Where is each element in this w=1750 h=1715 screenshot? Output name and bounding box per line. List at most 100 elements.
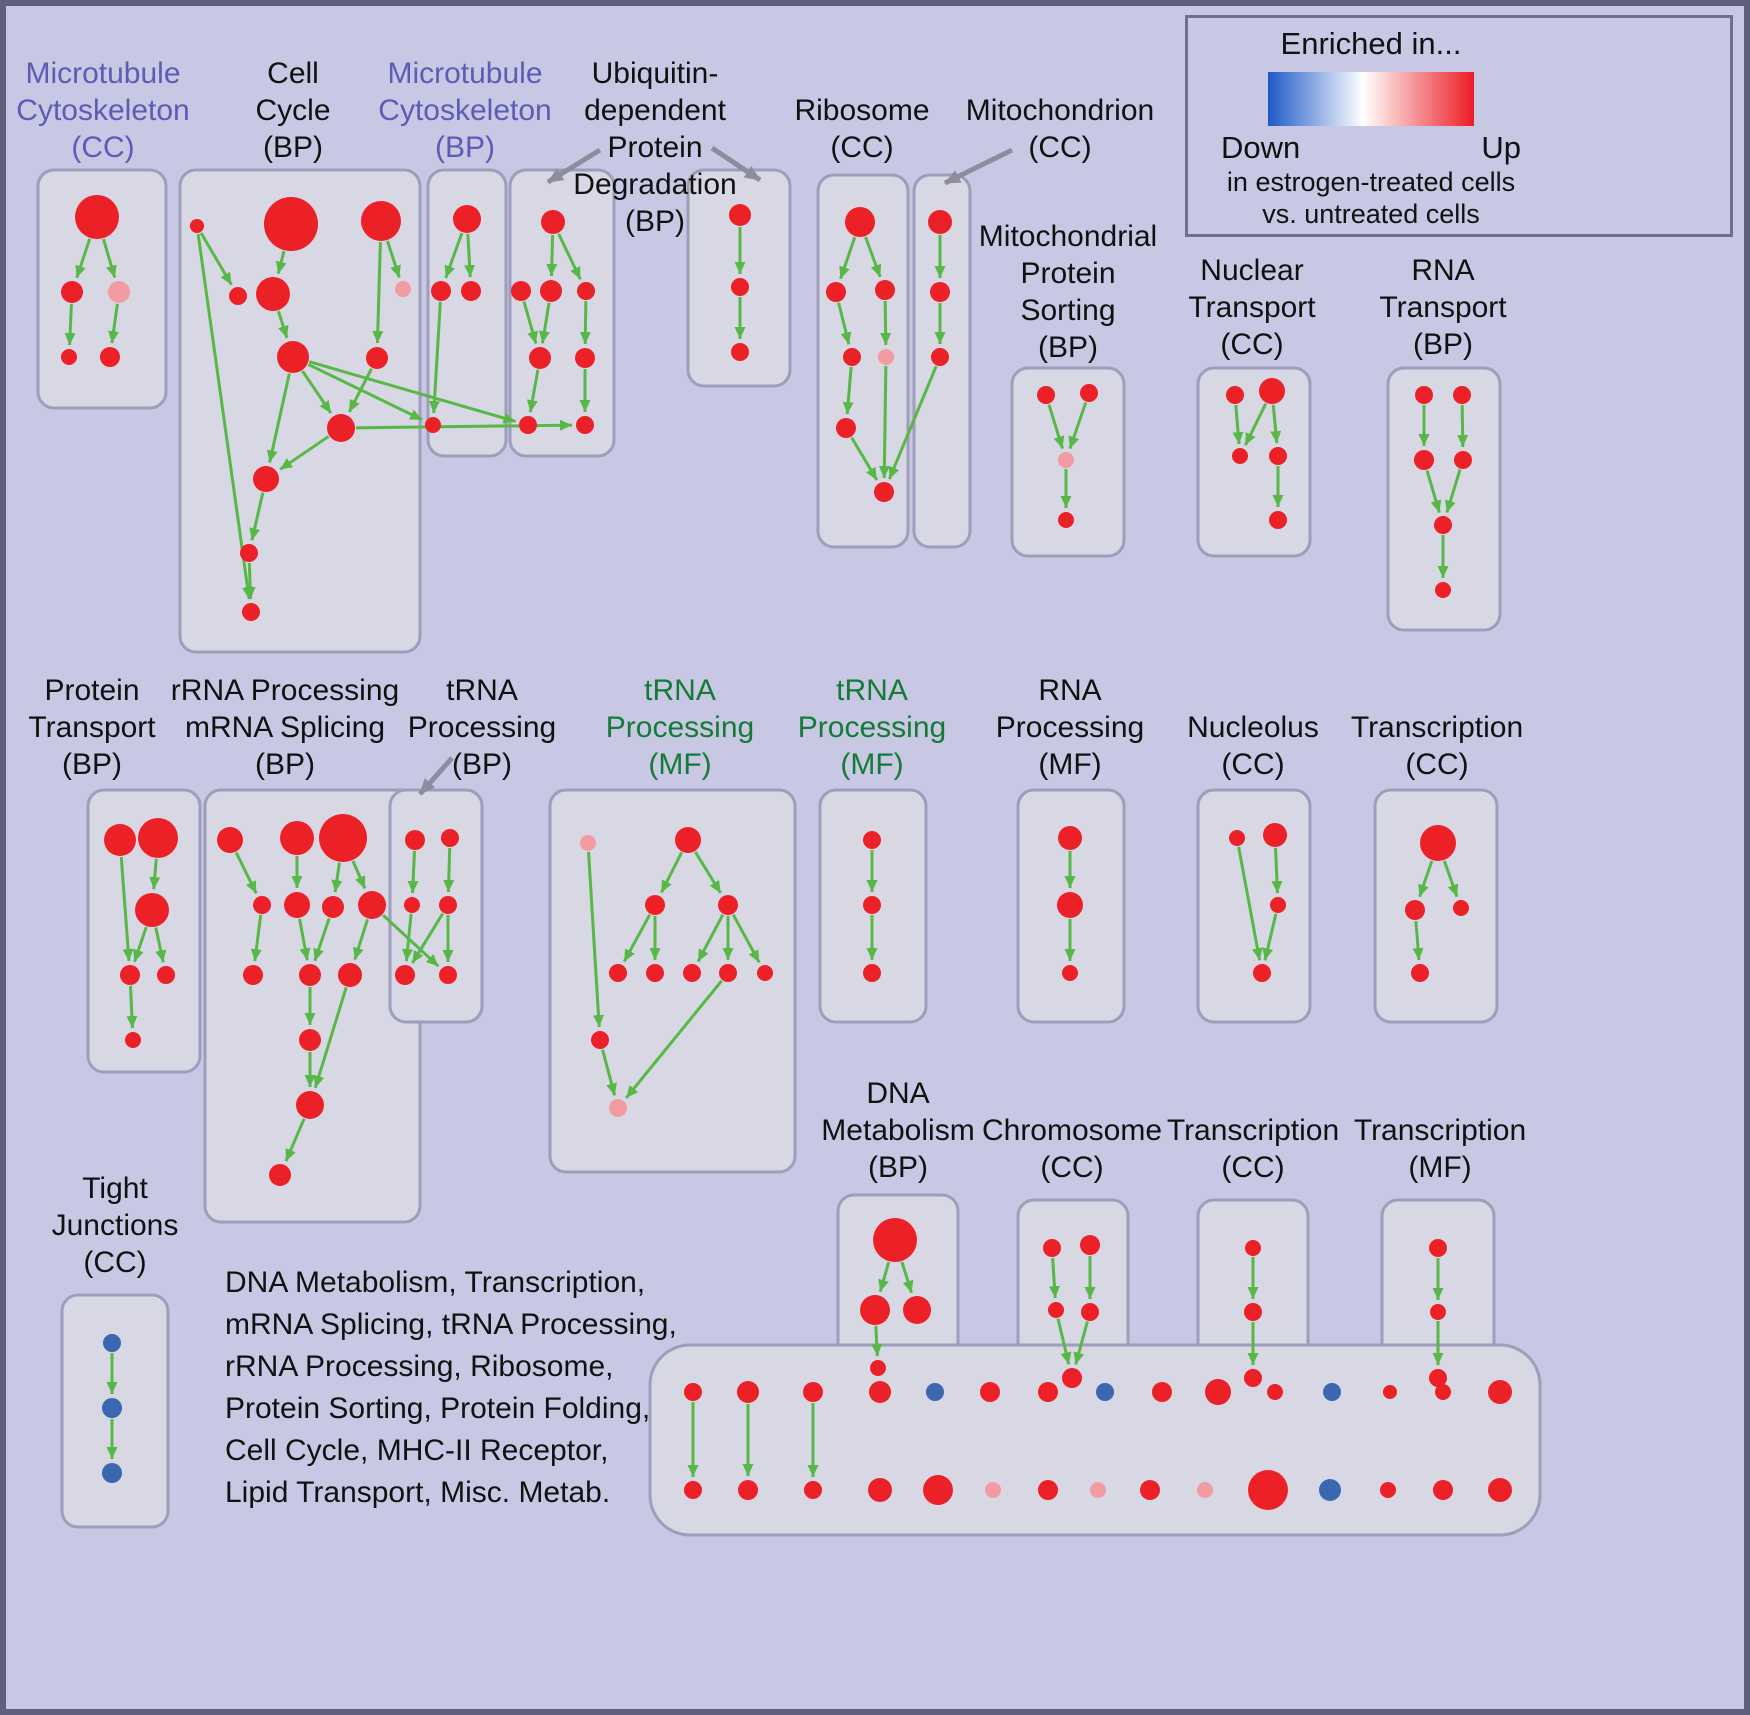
edge-arrow	[526, 369, 540, 413]
go-term-node	[299, 1029, 321, 1051]
go-term-node	[1140, 1480, 1160, 1500]
edge-arrow	[579, 300, 591, 345]
edge-arrow	[301, 370, 333, 414]
go-term-node	[395, 965, 415, 985]
go-term-node	[930, 282, 950, 302]
label-pointer-arrow	[710, 145, 762, 183]
go-term-node	[928, 210, 952, 234]
go-term-node	[61, 281, 83, 303]
go-term-node	[322, 896, 344, 918]
edge-arrow	[1047, 404, 1065, 449]
go-term-node	[1415, 386, 1433, 404]
edge-arrow	[1418, 860, 1434, 898]
go-term-node	[243, 965, 263, 985]
edge-arrow	[149, 858, 161, 890]
go-term-node	[719, 964, 737, 982]
go-term-node	[1488, 1380, 1512, 1404]
go-term-node	[1058, 826, 1082, 850]
go-term-node	[461, 281, 481, 301]
go-term-node	[120, 965, 140, 985]
edge-arrow	[308, 360, 516, 424]
go-term-node	[1229, 830, 1245, 846]
go-term-node	[731, 278, 749, 296]
nodes-layer	[61, 195, 1512, 1510]
edge-arrow	[660, 851, 683, 894]
go-term-node	[577, 282, 595, 300]
go-term-node	[439, 896, 457, 914]
go-term-node	[104, 824, 136, 856]
go-term-node	[61, 349, 77, 365]
go-term-node	[541, 210, 565, 234]
go-term-node	[1453, 386, 1471, 404]
go-term-node	[683, 964, 701, 982]
edge-arrow	[154, 927, 167, 963]
go-term-node	[843, 348, 861, 366]
go-term-node	[1057, 892, 1083, 918]
edge-arrow	[878, 1261, 891, 1293]
go-term-node	[869, 1381, 891, 1403]
go-term-node	[190, 219, 204, 233]
go-term-node	[868, 1478, 892, 1502]
go-term-node	[1435, 582, 1451, 598]
legend-down-label: Down	[1221, 130, 1301, 165]
go-term-node	[729, 204, 751, 226]
edge-arrow	[1232, 404, 1244, 445]
edge-arrow	[464, 233, 476, 278]
go-term-node	[684, 1481, 702, 1499]
go-term-node	[1270, 897, 1286, 913]
edge-arrow	[313, 986, 348, 1089]
edge-arrow	[696, 914, 725, 963]
edge-arrow	[119, 856, 134, 962]
edge-arrow	[522, 301, 538, 344]
edge-arrow	[266, 373, 291, 463]
edge-arrow	[1270, 404, 1282, 444]
go-term-node	[1429, 1239, 1447, 1257]
go-term-node	[863, 964, 881, 982]
go-term-node	[299, 964, 321, 986]
go-term-node	[108, 281, 130, 303]
go-term-node	[860, 1295, 890, 1325]
go-term-node	[1197, 1482, 1213, 1498]
edge-arrow	[351, 860, 367, 890]
edge-arrow	[1457, 404, 1469, 448]
go-term-node	[1434, 516, 1452, 534]
legend-endpoint-labels: Down Up	[1221, 130, 1521, 166]
edge-arrow	[850, 436, 879, 481]
edge-arrow	[538, 302, 551, 344]
go-term-node	[1435, 1384, 1451, 1400]
go-term-node	[338, 963, 362, 987]
edge-arrow	[196, 233, 253, 600]
go-term-node	[1453, 900, 1469, 916]
edge-arrow	[407, 850, 419, 894]
go-term-node	[453, 205, 481, 233]
transcription-cc-1-box	[1373, 788, 1499, 1024]
ubiquitin-degradation-left-box	[508, 168, 616, 458]
edge-arrow	[557, 233, 582, 280]
nucleolus-cc-box	[1196, 788, 1312, 1024]
go-term-node	[903, 1296, 931, 1324]
go-term-node	[519, 416, 537, 434]
legend-title: Enriched in...	[1280, 26, 1462, 61]
go-term-node	[1253, 964, 1271, 982]
go-term-node	[863, 831, 881, 849]
go-term-node	[157, 966, 175, 984]
label-pointer-arrow	[943, 147, 1014, 186]
go-term-node	[878, 349, 894, 365]
go-term-node	[804, 1481, 822, 1499]
go-term-node	[256, 277, 290, 311]
go-term-node	[1430, 1304, 1446, 1320]
edge-arrow	[1412, 920, 1424, 961]
go-term-node	[1205, 1379, 1231, 1405]
go-term-node	[284, 892, 310, 918]
edge-arrow	[1442, 860, 1459, 898]
go-term-node	[645, 895, 665, 915]
label-pointer-arrow	[546, 147, 602, 185]
go-term-node	[591, 1031, 609, 1049]
go-term-node	[731, 343, 749, 361]
go-term-node	[327, 414, 355, 442]
edge-arrow	[1445, 469, 1462, 514]
edge-arrow	[871, 1325, 883, 1357]
go-term-node	[1058, 512, 1074, 528]
go-term-node	[1411, 964, 1429, 982]
legend-subtitle-line2: vs. untreated cells	[1262, 199, 1480, 229]
